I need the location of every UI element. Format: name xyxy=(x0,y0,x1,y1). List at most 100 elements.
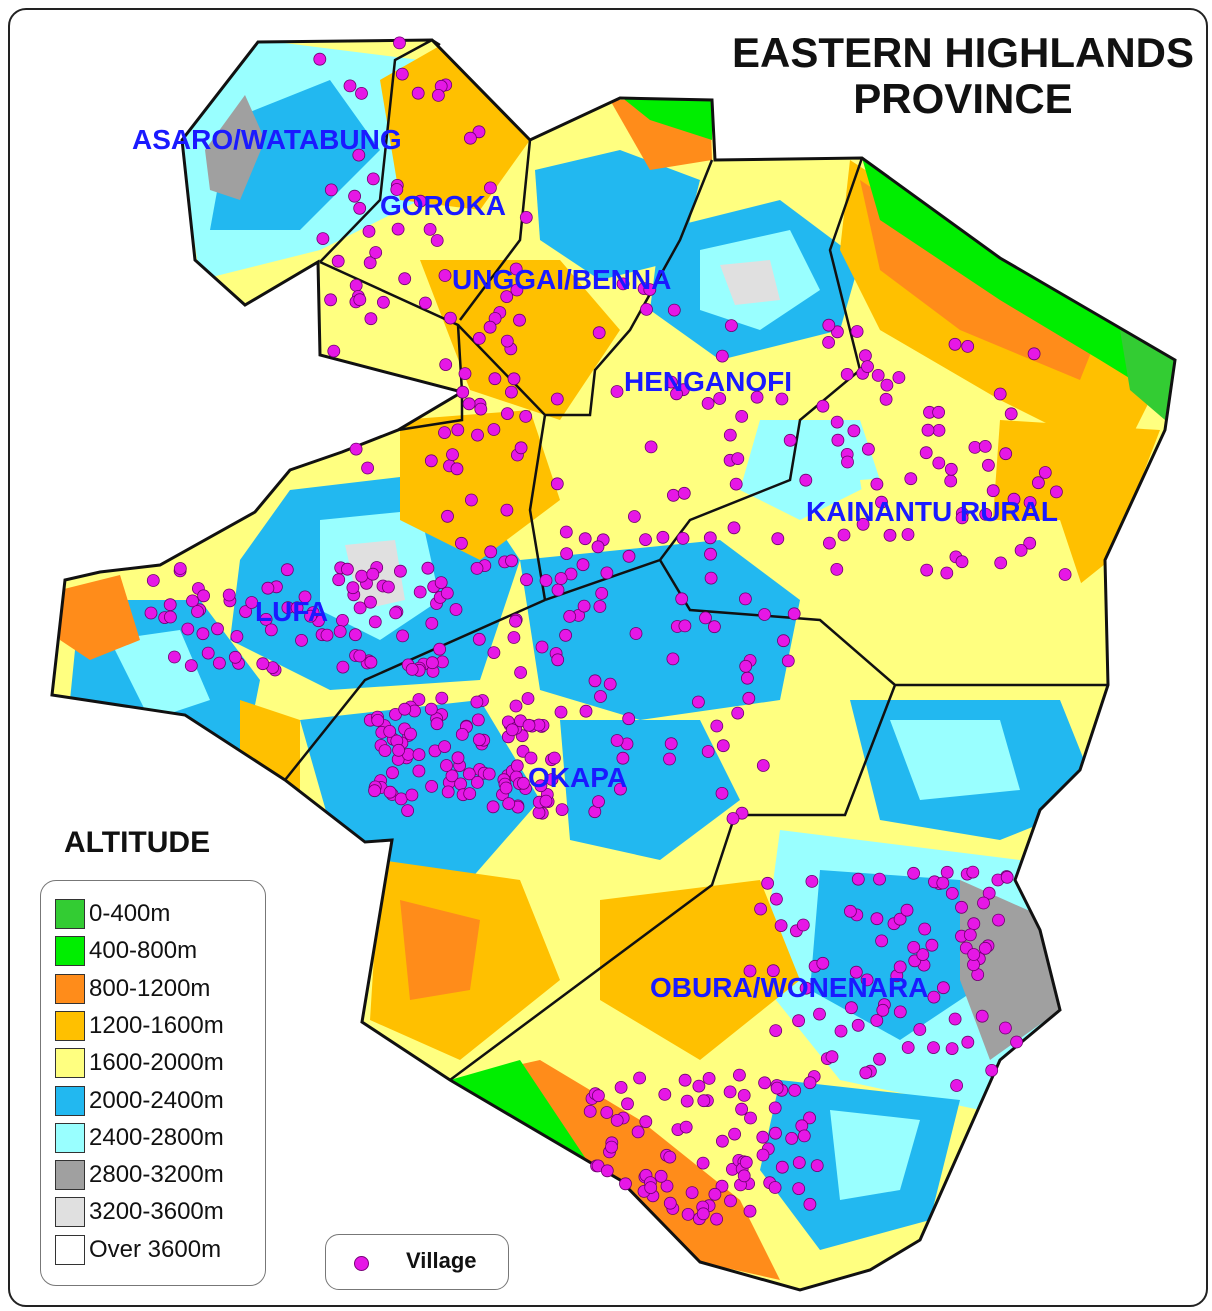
village-marker xyxy=(514,666,527,679)
village-marker xyxy=(484,545,498,559)
village-marker xyxy=(352,148,366,162)
village-marker xyxy=(181,622,195,636)
village-marker xyxy=(701,745,715,758)
village-marker xyxy=(667,303,681,317)
village-marker xyxy=(664,737,678,751)
village-marker xyxy=(396,629,410,643)
village-marker xyxy=(363,256,377,270)
village-marker xyxy=(472,125,486,139)
village-marker xyxy=(737,1169,751,1183)
village-marker xyxy=(640,302,653,316)
village-marker xyxy=(554,572,568,585)
village-marker xyxy=(982,886,996,900)
village-marker xyxy=(600,566,614,580)
village-marker xyxy=(663,752,676,766)
village-marker xyxy=(724,1194,737,1208)
village-marker xyxy=(875,934,888,948)
village-marker xyxy=(298,590,312,604)
village-marker xyxy=(676,532,690,545)
village-marker xyxy=(455,728,469,741)
village-marker xyxy=(462,767,476,781)
village-marker xyxy=(870,912,884,926)
village-marker xyxy=(963,928,977,942)
village-marker xyxy=(859,1066,873,1080)
legend-swatch xyxy=(55,1122,85,1153)
village-legend-label: Village xyxy=(406,1248,477,1273)
village-marker xyxy=(999,1021,1012,1035)
village-marker xyxy=(777,634,790,648)
map-title-line2: PROVINCE xyxy=(853,75,1073,122)
village-marker xyxy=(901,1041,915,1054)
village-marker xyxy=(704,547,717,561)
village-marker xyxy=(413,194,427,208)
village-marker xyxy=(936,876,950,890)
village-marker xyxy=(313,52,327,66)
village-marker xyxy=(550,477,564,491)
village-marker xyxy=(977,896,990,910)
village-legend: Village xyxy=(325,1234,509,1290)
village-marker xyxy=(629,627,643,640)
village-marker xyxy=(560,547,573,560)
village-marker xyxy=(551,583,565,597)
village-marker xyxy=(353,601,367,615)
village-marker xyxy=(799,981,813,995)
village-marker xyxy=(797,1129,811,1143)
village-marker xyxy=(535,640,549,654)
village-marker xyxy=(500,503,514,517)
village-marker xyxy=(405,788,419,802)
village-marker xyxy=(803,1076,817,1090)
village-marker xyxy=(412,764,426,778)
village-marker xyxy=(413,585,427,599)
village-marker xyxy=(756,759,770,772)
village-marker xyxy=(925,938,939,952)
village-marker xyxy=(332,573,346,587)
village-marker xyxy=(412,748,426,761)
village-marker xyxy=(487,423,501,436)
village-marker xyxy=(592,795,605,808)
village-marker xyxy=(424,454,438,468)
village-marker xyxy=(840,367,854,381)
village-marker xyxy=(729,477,743,491)
legend-label: 1200-1600m xyxy=(89,1011,224,1039)
legend-label: 3200-3600m xyxy=(89,1198,224,1226)
village-marker xyxy=(211,622,224,636)
village-marker xyxy=(861,360,874,374)
village-marker xyxy=(822,318,836,332)
village-marker xyxy=(196,627,210,641)
village-marker xyxy=(163,598,177,612)
village-marker xyxy=(434,576,448,589)
village-marker xyxy=(860,973,874,987)
village-marker xyxy=(438,740,452,753)
village-marker xyxy=(756,1130,770,1144)
village-marker xyxy=(259,613,273,626)
village-marker xyxy=(430,234,444,247)
village-marker xyxy=(621,1097,634,1111)
village-marker xyxy=(644,1181,658,1194)
village-marker xyxy=(435,691,449,705)
legend-label: 2000-2400m xyxy=(89,1086,224,1114)
village-marker xyxy=(628,510,641,523)
village-marker xyxy=(978,439,992,453)
village-marker xyxy=(398,702,412,716)
village-marker xyxy=(883,528,897,542)
village-marker xyxy=(643,283,657,297)
legend-item: 2400-2800m xyxy=(55,1121,224,1155)
village-marker xyxy=(463,131,477,145)
village-marker xyxy=(619,1177,632,1191)
village-marker xyxy=(433,642,447,656)
village-marker xyxy=(845,1001,858,1015)
village-marker xyxy=(464,493,478,507)
village-marker xyxy=(631,1125,645,1139)
village-marker xyxy=(775,1160,789,1174)
village-marker xyxy=(593,600,607,613)
village-marker xyxy=(418,296,432,310)
village-marker xyxy=(850,325,864,338)
village-marker xyxy=(383,785,397,799)
village-marker xyxy=(614,1081,628,1094)
village-marker xyxy=(723,428,737,442)
legend-label: 400-800m xyxy=(89,937,198,965)
village-marker xyxy=(679,1120,693,1134)
village-marker xyxy=(505,554,518,568)
village-marker xyxy=(559,525,573,539)
village-marker xyxy=(731,706,745,720)
